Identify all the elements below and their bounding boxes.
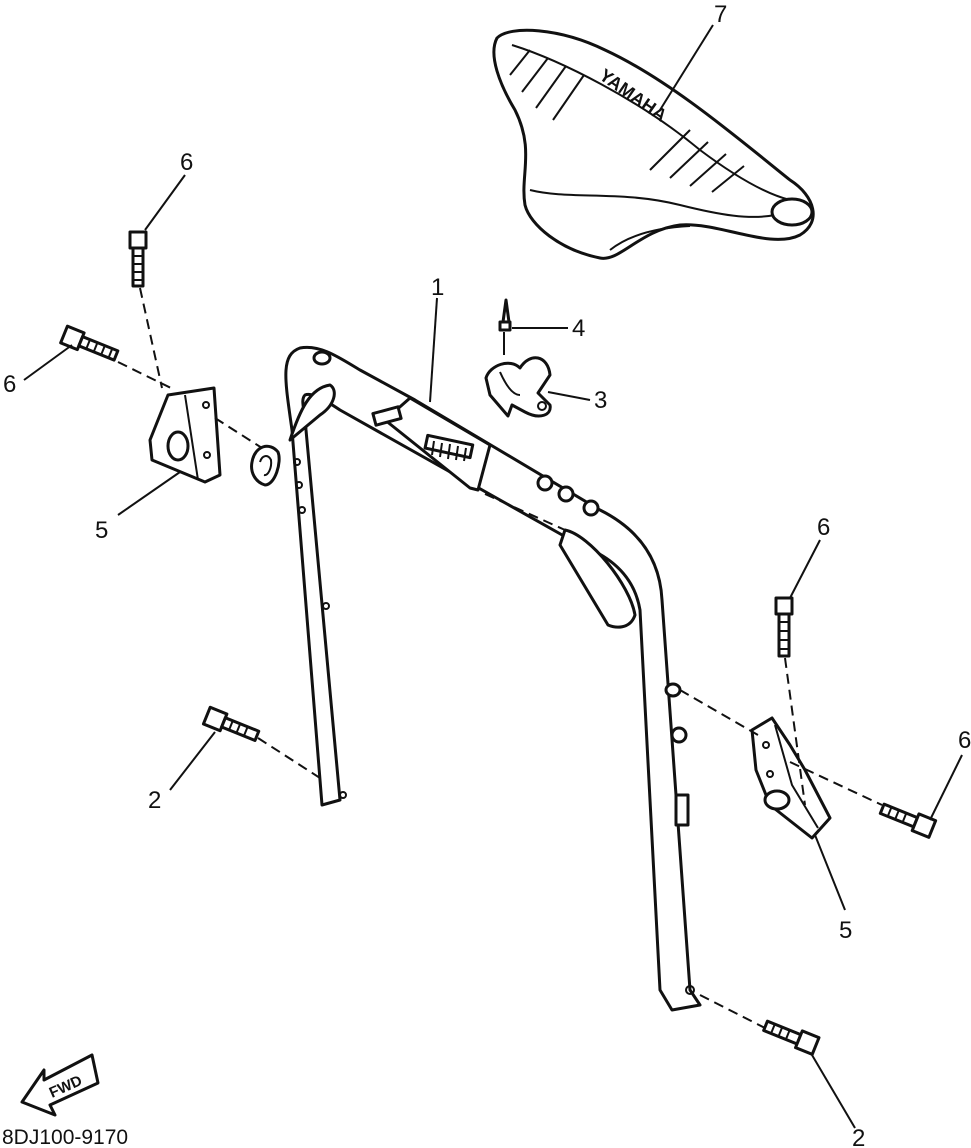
drawing-code: 8DJ100-9170 [2,1126,128,1148]
callout-5-right: 5 [839,917,852,944]
pin [498,298,512,355]
assembly-lines [117,287,883,1029]
clamp-plate-left [148,386,222,484]
callout-4: 4 [572,315,585,342]
callout-6-top-left: 6 [180,149,193,176]
callout-6-top-right: 6 [817,514,830,541]
fwd-arrow-icon: FWD [20,1053,100,1117]
callout-5-left: 5 [95,517,108,544]
bolt-2-right [762,1019,821,1056]
handlebar [284,345,702,1012]
bracket [484,356,552,418]
ring [250,444,281,487]
bolt-6-left [59,324,120,362]
callout-6-left: 6 [3,371,16,398]
bolt-2-left [201,705,261,742]
callout-numbers: 7 1 4 3 6 6 5 6 6 5 2 2 [3,1,971,1148]
clamp-plate-right [750,716,832,840]
callout-2-right: 2 [852,1125,865,1148]
leader-lines [23,24,963,1129]
callout-2-left: 2 [148,787,161,814]
callout-6-right: 6 [958,727,971,754]
callout-1: 1 [431,274,444,301]
bolt-6-top-right [774,596,794,658]
callout-7: 7 [714,1,727,28]
callout-3: 3 [594,387,607,414]
bolt-6-top-left [128,230,148,288]
handlebar-pad: YAMAHA [492,28,815,260]
bolt-6-right [878,802,938,839]
